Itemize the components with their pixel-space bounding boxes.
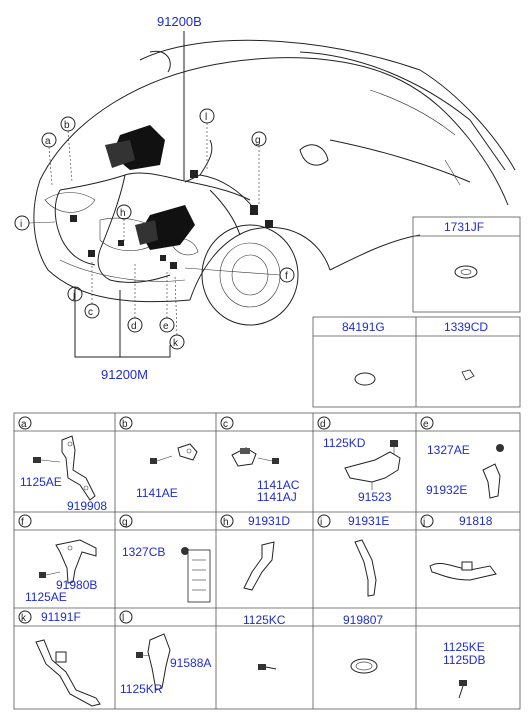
callout-i-left: i	[14, 215, 56, 231]
cell-h: h 91931D	[220, 514, 290, 591]
callout-h: h	[116, 204, 132, 242]
part-1125kc-label: 1125KC	[243, 613, 286, 627]
part-1125db-label: 1125DB	[443, 653, 485, 667]
wiring-harness	[54, 125, 273, 283]
callout-k: k	[169, 274, 185, 350]
part-1339cd-label: 1339CD	[444, 320, 488, 334]
car-illustration	[33, 39, 516, 326]
svg-text:d: d	[131, 321, 137, 332]
plug-84191g-icon	[354, 372, 376, 386]
cell-m: 1125KC	[243, 613, 286, 670]
svg-text:i: i	[320, 517, 322, 528]
callout-b: b	[60, 116, 76, 183]
svg-text:d: d	[320, 419, 326, 430]
part-1327cb-label: 1327CB	[122, 545, 165, 559]
bottom-part-label: 91200M	[101, 367, 148, 382]
callout-j: j	[67, 286, 83, 302]
part-1327ae-label: 1327AE	[427, 443, 470, 457]
svg-text:c: c	[88, 307, 93, 318]
part-1141aj-label: 1141AJ	[257, 490, 297, 504]
svg-text:k: k	[21, 613, 27, 624]
grommet-919807-icon	[350, 658, 378, 674]
svg-text:f: f	[285, 271, 288, 282]
part-1141ac-label: 1141AC	[257, 478, 300, 492]
svg-text:a: a	[45, 136, 51, 147]
part-1125kd-label: 1125KD	[323, 436, 366, 450]
cell-e: e 1327AE 91932E	[420, 416, 504, 499]
part-1141ae-label: 1141AE	[136, 486, 178, 500]
cell-b: b 1141AE	[119, 416, 198, 500]
part-919908-label: 919908	[67, 499, 107, 513]
cell-f: f 91980B 1125AE	[18, 514, 97, 604]
callout-e: e	[159, 272, 175, 333]
cell-i: i 91931E	[317, 514, 389, 597]
bottom-leader	[74, 288, 171, 358]
part-91588a-label: 91588A	[170, 656, 211, 670]
callout-g: g	[251, 131, 267, 205]
svg-text:g: g	[122, 517, 128, 528]
svg-text:k: k	[173, 338, 179, 349]
top-part-label: 91200B	[157, 14, 202, 29]
cell-j: j 91818	[420, 514, 497, 581]
part-91980b-label: 91980B	[56, 578, 97, 592]
svg-text:b: b	[122, 419, 128, 430]
grommet-1731jf-icon	[454, 265, 478, 279]
side-box-grid	[312, 216, 521, 408]
cell-l: l 91588A 1125KR	[119, 610, 211, 696]
callout-a: a	[41, 132, 57, 186]
cell-c: c 1141AC 1141AJ	[220, 416, 300, 504]
part-91818-label: 91818	[459, 514, 493, 528]
cell-k: k 91191F	[18, 610, 101, 707]
cell-d: d 1125KD 91523	[317, 416, 401, 504]
part-1125ae-2-label: 1125AE	[25, 590, 67, 604]
parts-table-grid	[13, 412, 521, 710]
part-1731jf-label: 1731JF	[444, 220, 484, 234]
svg-text:f: f	[21, 517, 24, 528]
fuse-block-icon	[187, 549, 211, 603]
svg-text:i: i	[20, 219, 22, 230]
callout-c: c	[84, 262, 100, 319]
svg-text:j: j	[72, 290, 75, 301]
callout-f: f	[184, 267, 295, 283]
part-91931e-label: 91931E	[348, 514, 389, 528]
part-84191g-label: 84191G	[342, 320, 385, 334]
part-91931d-label: 91931D	[248, 514, 290, 528]
bolt-1125kc-icon	[258, 664, 266, 670]
bolt-1125ke-icon	[459, 680, 467, 686]
part-1125ae-label: 1125AE	[20, 475, 62, 489]
cell-a: a 1125AE 919908	[18, 416, 107, 513]
cell-n: 919807	[343, 613, 383, 674]
svg-text:j: j	[422, 517, 425, 528]
part-1125kr-label: 1125KR	[120, 682, 163, 696]
cell-g: g 1327CB	[119, 514, 211, 603]
clip-1339cd-icon	[461, 369, 475, 381]
callout-l: l	[199, 108, 215, 170]
part-91523-label: 91523	[358, 490, 392, 504]
part-1125ke-label: 1125KE	[443, 640, 485, 654]
svg-text:g: g	[255, 135, 261, 146]
part-91191f-label: 91191F	[41, 610, 81, 624]
svg-text:e: e	[423, 419, 429, 430]
cell-o: 1125KE 1125DB	[443, 640, 485, 699]
svg-text:b: b	[64, 120, 70, 131]
svg-text:c: c	[223, 419, 228, 430]
svg-text:e: e	[163, 321, 169, 332]
part-919807-label: 919807	[343, 613, 383, 627]
svg-text:l: l	[205, 112, 207, 123]
svg-text:h: h	[223, 517, 229, 528]
part-91932e-label: 91932E	[426, 483, 467, 497]
svg-text:l: l	[122, 613, 124, 624]
svg-text:h: h	[120, 208, 126, 219]
callout-d: d	[127, 262, 143, 333]
svg-text:a: a	[21, 419, 27, 430]
